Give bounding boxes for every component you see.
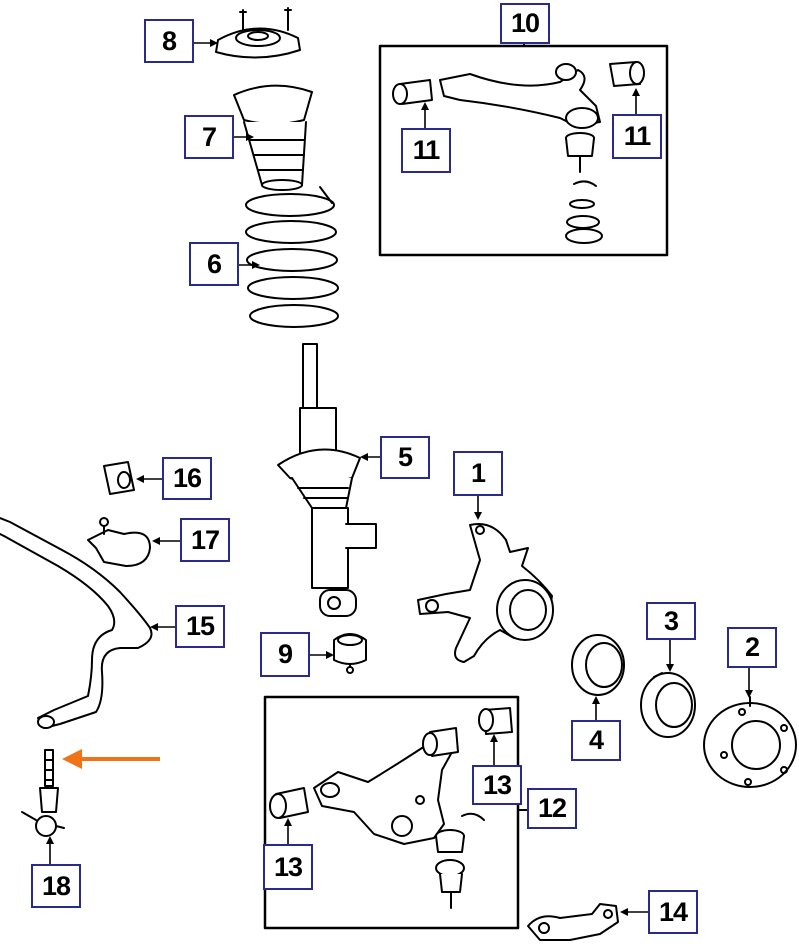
- steering-knuckle-part: [417, 523, 554, 663]
- callout-12: 12: [527, 788, 577, 829]
- callout-11-right: 11: [612, 114, 662, 159]
- upper-arm-bushing-right-part: [609, 61, 645, 87]
- callout-7: 7: [184, 115, 234, 159]
- callout-14: 14: [648, 890, 698, 934]
- callout-13-left: 13: [263, 844, 313, 890]
- callout-11-left: 11: [401, 128, 451, 173]
- bump-stop-boot-part: [233, 84, 313, 191]
- callout-10: 10: [500, 3, 550, 44]
- callout-9: 9: [260, 632, 310, 677]
- wheel-bearing-part: [640, 672, 696, 738]
- upper-arm-bushing-left-part: [392, 79, 433, 105]
- callout-4: 4: [571, 720, 621, 761]
- callout-15: 15: [175, 605, 225, 648]
- shock-absorber-part: [277, 343, 377, 617]
- upper-control-arm-part: [439, 63, 601, 129]
- callout-5: 5: [380, 436, 430, 479]
- lower-arm-bushing-upper-part: [422, 727, 459, 757]
- callout-1: 1: [453, 451, 503, 496]
- strut-bushing-part: [333, 633, 367, 674]
- callout-13-right: 13: [472, 765, 522, 805]
- upper-ball-joint-part: [565, 132, 603, 244]
- steering-arm-part: [527, 903, 619, 941]
- dust-seal-part: [571, 634, 625, 696]
- callout-16: 16: [162, 457, 212, 500]
- lower-ball-joint-part: [435, 812, 485, 909]
- coil-spring-part: [245, 186, 339, 328]
- lower-arm-bushing-right-part: [478, 707, 513, 735]
- stabilizer-bracket-part: [87, 517, 151, 567]
- stabilizer-link-part: [21, 749, 65, 837]
- stabilizer-bushing-part: [103, 461, 135, 495]
- callout-2: 2: [727, 627, 777, 668]
- lower-arm-group-frame: [263, 695, 520, 930]
- stabilizer-bar-part: [0, 517, 153, 729]
- callout-17: 17: [180, 518, 230, 562]
- highlight-arrow: [62, 749, 160, 769]
- callout-18: 18: [31, 864, 81, 908]
- wheel-hub-part: [703, 696, 797, 788]
- strut-mount-part: [215, 7, 301, 59]
- callout-6: 6: [189, 242, 239, 286]
- callout-8: 8: [144, 19, 194, 63]
- callout-3: 3: [646, 602, 696, 640]
- lower-arm-bushing-left-part: [269, 787, 309, 819]
